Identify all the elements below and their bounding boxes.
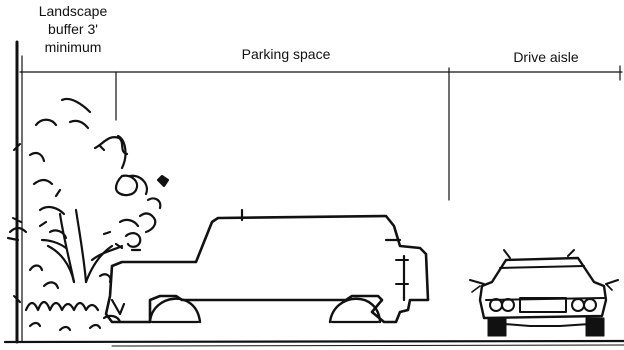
landscape-buffer-label-line2: buffer 3' xyxy=(48,21,98,37)
drive-aisle-label: Drive aisle xyxy=(513,49,579,65)
parked-car xyxy=(104,208,430,324)
landscape-tree xyxy=(6,97,170,332)
landscape-buffer-label-line3: minimum xyxy=(44,39,102,55)
landscape-buffer-label-line1: Landscape xyxy=(38,3,108,19)
drive-aisle-car xyxy=(469,249,619,337)
ground-line xyxy=(3,339,624,347)
parking-space-label: Parking space xyxy=(241,46,331,62)
property-wall xyxy=(12,40,23,344)
landscape-buffer-label: Landscape buffer 3' minimum xyxy=(18,2,128,56)
